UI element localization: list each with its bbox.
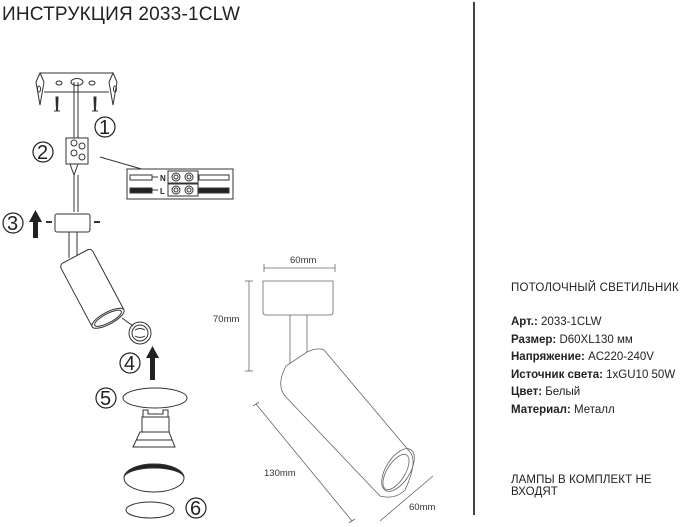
gu10-socket [121, 317, 152, 345]
spec-label: Материал: [511, 403, 571, 416]
gu10-lamp [122, 387, 188, 448]
document-title: ИНСТРУКЦИЯ 2033-1CLW [2, 4, 241, 25]
spotlight-body [60, 248, 125, 329]
spec-row: Цвет: Белый [511, 384, 679, 402]
screw-icon [54, 96, 98, 112]
vertical-divider [473, 2, 475, 515]
spec-value: 2033-1CLW [541, 316, 602, 328]
spec-value: AC220-240V [588, 351, 654, 363]
terminal-block [65, 137, 89, 177]
arrow-up-icon [29, 210, 159, 380]
step-number: 4 [124, 353, 135, 375]
wiring-detail [126, 168, 234, 200]
spec-value: Металл [573, 403, 615, 416]
spec-label: Цвет: [511, 386, 543, 398]
product-type: ПОТОЛОЧНЫЙ СВЕТИЛЬНИК [511, 282, 679, 294]
specs-panel: ПОТОЛОЧНЫЙ СВЕТИЛЬНИК Арт.: 2033-1CLW Ра… [511, 282, 679, 419]
canopy [46, 213, 100, 258]
step-number: 5 [100, 388, 111, 410]
dimension-height: 70mm [213, 314, 239, 325]
spec-label: Размер: [511, 333, 557, 346]
spec-value: D60XL130 мм [559, 333, 633, 346]
spec-label: Напряжение: [511, 351, 585, 363]
step-number: 2 [37, 142, 48, 164]
spec-row: Размер: D60XL130 мм [511, 332, 679, 350]
spec-row: Источник света: 1xGU10 50W [511, 367, 679, 385]
decor-ring [123, 463, 185, 493]
neutral-label: N [160, 174, 166, 183]
spec-value: 1xGU10 50W [606, 368, 676, 381]
lamps-not-included-note: ЛАМПЫ В КОМПЛЕКТ НЕ ВХОДЯТ [511, 474, 652, 498]
spec-row: Арт.: 2033-1CLW [511, 314, 679, 332]
spec-label: Источник света: [511, 368, 603, 381]
dimension-length: 130mm [264, 468, 296, 479]
spec-value: Белый [545, 386, 581, 398]
step-number: 6 [190, 498, 201, 520]
spec-label: Арт.: [511, 316, 538, 328]
mounting-bracket [35, 71, 118, 106]
step-markers: 1 2 3 4 5 6 [2, 116, 207, 520]
spec-row: Напряжение: AC220-240V [511, 349, 679, 367]
dimension-drawing [245, 264, 434, 524]
spec-row: Материал: Металл [511, 402, 679, 420]
rotate-arrow-icon [125, 501, 175, 519]
step-number: 3 [7, 213, 18, 235]
dimension-width: 60mm [290, 255, 316, 266]
live-label: L [160, 187, 165, 196]
dimension-diameter: 60mm [409, 502, 435, 513]
step-number: 1 [99, 117, 110, 139]
